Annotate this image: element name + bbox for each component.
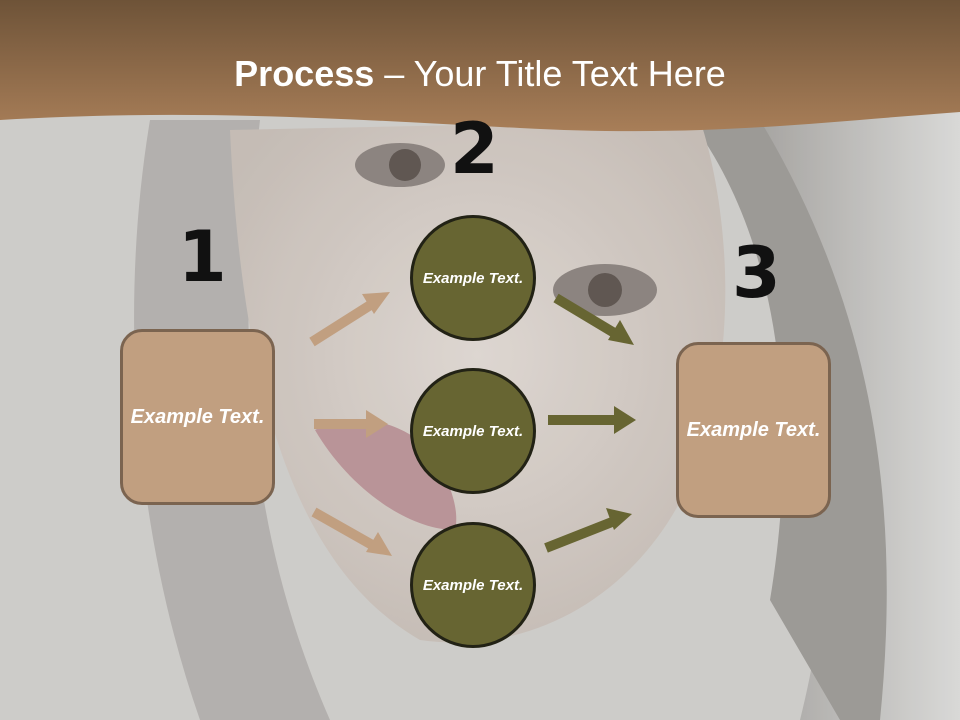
title-rest: – Your Title Text Here (374, 53, 726, 94)
step-2-circle-middle: Example Text. (410, 368, 536, 494)
circle-top-text: Example Text. (422, 269, 524, 287)
step-2-circle-top: Example Text. (410, 215, 536, 341)
slide-title: Process – Your Title Text Here (0, 50, 960, 98)
step-3-box: Example Text. (676, 342, 831, 518)
step-number-3: 3 (732, 232, 781, 314)
title-bold: Process (234, 53, 375, 94)
step-3-box-text: Example Text. (686, 418, 821, 441)
header-band (0, 0, 960, 132)
step-2-circle-bottom: Example Text. (410, 522, 536, 648)
step-1-box-text: Example Text. (130, 405, 265, 428)
step-number-2: 2 (450, 108, 499, 190)
circle-middle-text: Example Text. (422, 422, 524, 440)
circle-bottom-text: Example Text. (422, 576, 524, 594)
step-1-box: Example Text. (120, 329, 275, 505)
step-number-1: 1 (178, 216, 227, 298)
